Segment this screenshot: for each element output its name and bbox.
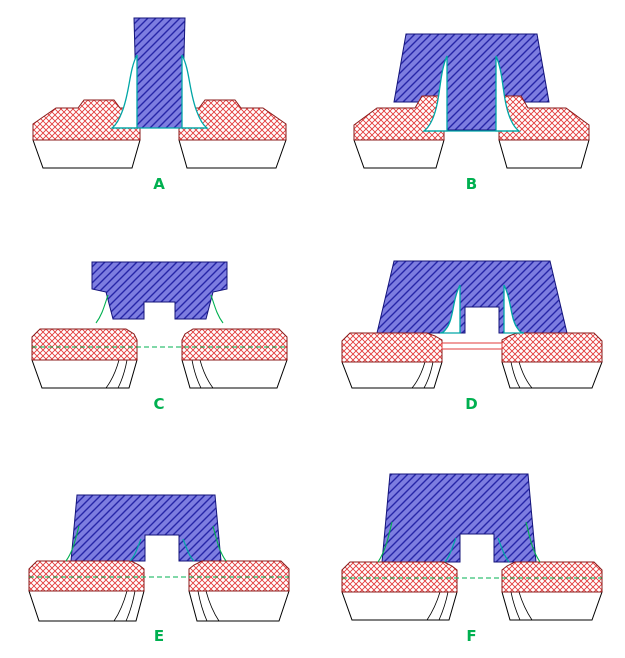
- junction-curve: [518, 361, 532, 389]
- source-drain-region-left: [28, 560, 145, 592]
- substrate-mesa-right: [180, 359, 288, 389]
- substrate-mesa-right: [177, 139, 287, 169]
- gate-electrode: [132, 17, 186, 129]
- panel-e: E: [0, 440, 318, 658]
- junction-curve: [510, 591, 520, 621]
- source-drain-region-left: [353, 95, 445, 141]
- source-drain-region-right: [181, 328, 287, 361]
- panel-d-cross-section: [340, 260, 603, 389]
- substrate-mesa-left: [340, 591, 458, 621]
- junction-curve: [510, 361, 520, 389]
- substrate-mesa-left: [28, 590, 145, 622]
- junction-curve: [117, 359, 127, 389]
- substrate-mesa-left: [353, 139, 445, 169]
- panel-f-label: F: [466, 627, 477, 645]
- spacer-right: [180, 54, 209, 129]
- substrate-mesa-right: [498, 139, 590, 169]
- spacer-remnant-left: [65, 525, 80, 562]
- junction-curve: [205, 590, 220, 622]
- panel-b: B: [318, 0, 625, 218]
- panel-d: D: [318, 218, 625, 440]
- substrate-mesa-left: [30, 359, 138, 389]
- panel-a-cross-section: [31, 17, 287, 169]
- gate-electrode: [91, 261, 227, 320]
- junction-curve: [426, 591, 440, 621]
- substrate-mesa-right: [188, 590, 290, 622]
- junction-curve: [411, 361, 425, 389]
- spacer-right: [495, 55, 522, 132]
- panel-f-cross-section: [340, 473, 603, 621]
- panel-e-cross-section: [28, 494, 290, 622]
- spacer-remnant-right: [212, 525, 227, 562]
- substrate-mesa-right: [500, 591, 603, 621]
- spacer-left: [109, 54, 138, 129]
- spacer-remnant-left: [377, 521, 393, 563]
- channel-silicide-band: [441, 342, 502, 350]
- source-drain-region-left: [31, 328, 137, 361]
- spacer-right: [502, 284, 524, 334]
- spacer-remnant-inner-left: [129, 538, 142, 562]
- junction-curve: [423, 361, 433, 389]
- spacer-remnant-left: [95, 294, 109, 324]
- spacer-remnant-inner-right: [182, 538, 195, 562]
- panel-b-cross-section: [353, 33, 590, 169]
- junction-curve: [191, 359, 201, 389]
- junction-curve: [125, 590, 136, 622]
- junction-curve: [518, 591, 532, 621]
- source-drain-region-left: [341, 332, 442, 363]
- panel-c-label: C: [153, 395, 165, 413]
- junction-curve: [105, 359, 119, 389]
- panel-e-label: E: [153, 627, 165, 645]
- spacer-left: [421, 55, 448, 132]
- source-drain-region-left: [341, 561, 457, 593]
- junction-curve: [197, 590, 208, 622]
- source-drain-region-right: [501, 561, 602, 593]
- spacer-remnant-inner-left: [444, 537, 457, 563]
- spacer-remnant-inner-right: [496, 537, 509, 563]
- panel-a: A: [0, 0, 318, 218]
- spacer-left: [439, 284, 461, 334]
- source-drain-region-right: [188, 560, 290, 592]
- panel-c: C: [0, 218, 318, 440]
- panel-c-cross-section: [30, 261, 288, 389]
- junction-curve: [113, 590, 128, 622]
- panel-a-label: A: [153, 175, 165, 193]
- substrate-mesa-right: [500, 361, 603, 389]
- spacer-remnant-right: [209, 294, 223, 324]
- gate-electrode: [380, 473, 537, 563]
- substrate-mesa-left: [31, 139, 141, 169]
- panel-d-label: D: [465, 395, 478, 413]
- junction-curve: [199, 359, 213, 389]
- spacer-remnant-right: [524, 521, 540, 563]
- gate-electrode: [375, 260, 568, 334]
- panel-f: F: [318, 440, 625, 658]
- source-drain-region-right: [501, 332, 602, 363]
- gate-electrode: [70, 494, 222, 562]
- panel-b-label: B: [465, 175, 478, 193]
- source-drain-region-right: [498, 95, 590, 141]
- substrate-mesa-left: [340, 361, 443, 389]
- junction-curve: [438, 591, 448, 621]
